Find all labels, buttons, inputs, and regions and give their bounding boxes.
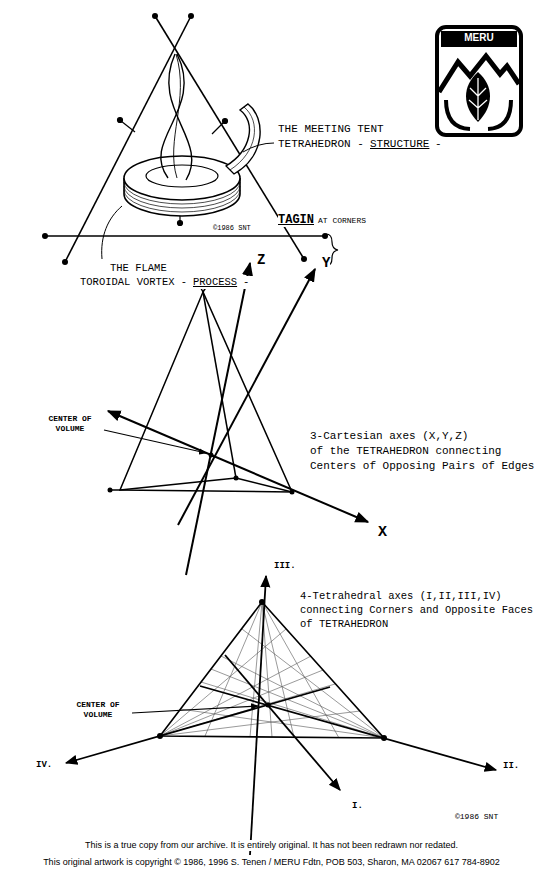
copyright-mark: ©1986 SNT [213,224,251,232]
description-line: 3-Cartesian axes (X,Y,Z) [310,430,468,443]
axis-label: X [378,524,387,542]
leader-line [102,206,122,259]
footer-note: This original artwork is copyright © 198… [0,857,543,868]
cartesian-axes [108,263,368,575]
axis-label: III. [274,561,296,572]
annotation: STRUCTURE [370,138,429,151]
annotation: PROCESS [193,276,237,289]
axis-label: Y [322,255,330,272]
tetrahedron [111,281,292,492]
callout-label: CENTER OF VOLUME [40,414,100,433]
axis-label: Z [257,252,265,269]
leader-line [104,430,206,453]
leader-line [243,143,274,152]
annotation: THE FLAME [110,262,167,275]
annotation: - [435,138,442,151]
axis-label: I. [352,801,363,812]
logo-text: MERU [441,32,517,44]
footer-note: This is a true copy from our archive. It… [0,840,543,851]
description-line: of the TETRAHEDRON connecting [310,445,501,458]
description-line: of TETRAHEDRON [300,618,388,631]
annotation: AT CORNERS [318,216,366,226]
copyright-mark: ©1986 SNT [455,812,498,822]
axis-label: II. [503,761,519,772]
callout-label: CENTER OF VOLUME [68,700,128,719]
description-line: Centers of Opposing Pairs of Edges [310,460,534,473]
description-line: connecting Corners and Opposite Faces [300,604,533,617]
annotation: TETRAHEDRON - [278,138,364,151]
description-line: 4-Tetrahedral axes (I,II,III,IV) [300,590,502,603]
annotation: - [243,276,249,289]
leader-line [132,706,258,713]
annotation: TAGIN [278,213,314,227]
tetrahedral-axes [66,576,496,855]
meru-logo [437,27,521,135]
annotation: TOROIDAL VORTEX - [80,276,187,289]
toroidal-vortex [124,54,260,216]
annotation: THE MEETING TENT [278,123,384,136]
corner-dots [108,278,295,495]
axis-label: IV. [36,760,52,771]
